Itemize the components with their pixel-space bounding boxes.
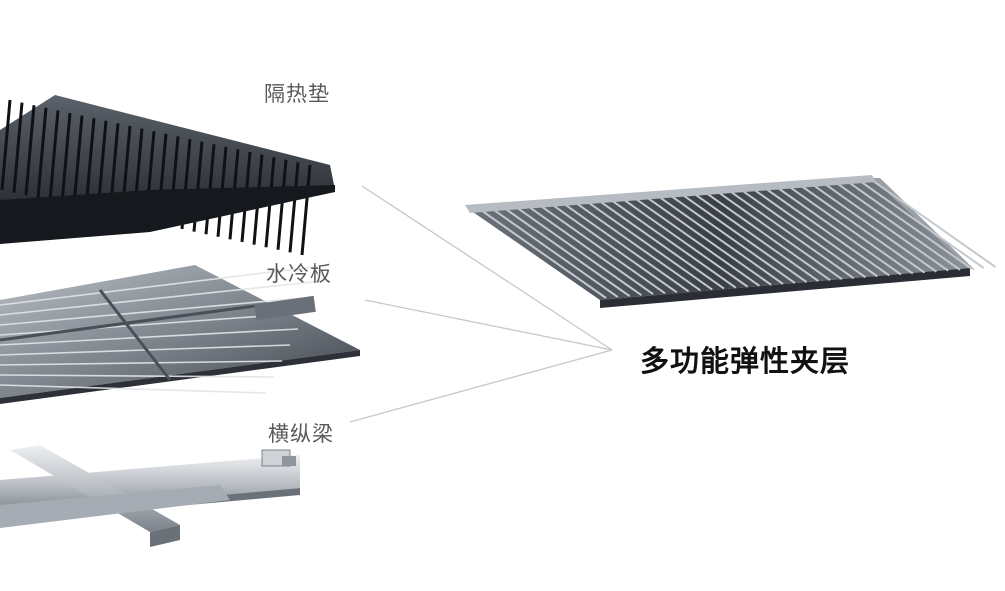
elastic-rib	[819, 179, 949, 272]
elastic-rib	[571, 199, 701, 292]
pad-fin	[72, 115, 84, 206]
elastic-rib	[666, 192, 796, 284]
plate-channel	[0, 296, 315, 326]
elastic-rib	[866, 176, 996, 268]
elastic-rib	[548, 201, 678, 294]
elastic-rib	[855, 177, 985, 269]
cold-plate-illustration	[0, 264, 360, 404]
elastic-rib	[536, 202, 666, 295]
elastic-layer-illustration	[465, 175, 996, 308]
elastic-rib	[725, 187, 855, 280]
elastic-rib	[489, 206, 619, 298]
plate-channel	[0, 312, 307, 336]
pad-fin	[84, 118, 96, 209]
insulation-pad-illustration	[0, 95, 335, 256]
elastic-rib	[595, 197, 725, 290]
pad-fin	[36, 107, 48, 198]
elastic-rib	[760, 184, 890, 277]
elastic-rib	[524, 203, 654, 296]
plate-channel	[0, 280, 323, 316]
leader-line-insulation	[361, 185, 613, 351]
elastic-rib	[689, 190, 819, 282]
elastic-rib	[843, 178, 973, 270]
pad-fin	[48, 110, 60, 201]
leader-line-beams	[349, 349, 613, 423]
cold-plate-label: 水冷板	[266, 262, 332, 286]
pad-fin	[24, 105, 36, 196]
elastic-rib	[784, 182, 914, 275]
elastic-rib	[737, 186, 867, 279]
elastic-rib	[748, 185, 878, 278]
elastic-layer-title: 多功能弹性夹层	[640, 344, 851, 378]
elastic-rib	[583, 198, 713, 291]
beams-illustration	[0, 445, 300, 547]
elastic-rib	[713, 188, 843, 281]
plate-channel	[0, 360, 283, 366]
leader-lines	[349, 185, 613, 423]
elastic-rib	[654, 193, 784, 285]
pad-fin	[288, 162, 300, 253]
elastic-rib	[796, 181, 926, 274]
pad-fin	[0, 99, 12, 191]
elastic-rib	[607, 196, 737, 289]
plate-channel	[0, 384, 267, 394]
elastic-rib	[701, 189, 831, 281]
elastic-rib	[630, 194, 760, 287]
elastic-rib	[807, 180, 937, 273]
elastic-rib	[678, 191, 808, 283]
plate-channel	[0, 374, 275, 378]
elastic-rib	[831, 178, 961, 271]
elastic-rib	[512, 204, 642, 296]
pad-fin	[276, 159, 288, 250]
plate-channel	[0, 328, 299, 346]
pad-fin	[300, 164, 312, 256]
insulation-pad-label: 隔热垫	[264, 82, 330, 106]
leader-line-cold-plate	[364, 299, 613, 351]
beams-label: 横纵梁	[268, 422, 334, 446]
elastic-rib	[772, 183, 902, 276]
elastic-rib	[642, 194, 772, 286]
elastic-rib	[560, 200, 690, 293]
elastic-rib	[619, 195, 749, 288]
pad-fin	[60, 112, 72, 204]
plate-channel	[0, 264, 331, 306]
elastic-rib	[501, 205, 631, 297]
pad-fin	[12, 102, 24, 193]
elastic-rib	[477, 207, 607, 299]
